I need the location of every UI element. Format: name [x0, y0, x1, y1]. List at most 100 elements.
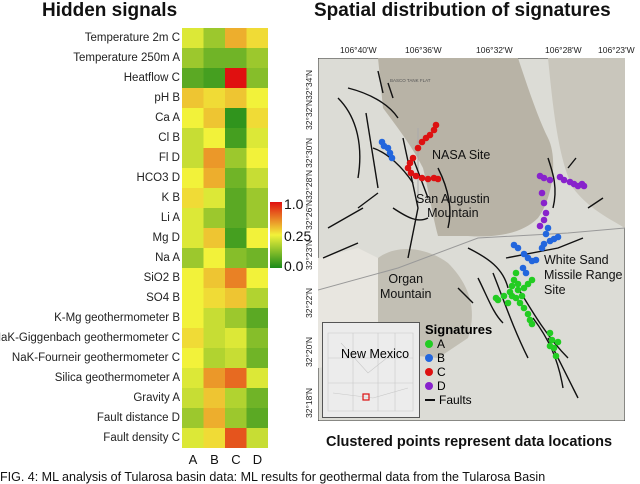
- heatmap-row-label: Na A: [155, 252, 180, 264]
- signature-point-c: [407, 169, 415, 177]
- heatmap-cell: [225, 328, 247, 349]
- signature-point-a: [514, 286, 522, 294]
- signature-point-a: [546, 342, 554, 350]
- heatmap-cell: [246, 328, 268, 349]
- signature-point-d: [536, 222, 544, 230]
- heatmap-cell: [182, 228, 204, 249]
- heatmap-cell: [225, 248, 247, 269]
- signature-point-b: [386, 149, 394, 157]
- legend-dot-icon: [425, 340, 433, 348]
- signature-point-c: [434, 175, 442, 183]
- heatmap-cell: [225, 368, 247, 389]
- heatmap-cell: [246, 68, 268, 89]
- heatmap-cell: [203, 268, 226, 289]
- heatmap-cell: [182, 328, 204, 349]
- heatmap-cell: [225, 148, 247, 169]
- heatmap-column-label: D: [252, 452, 263, 467]
- longitude-label: 106°36'W: [405, 45, 442, 55]
- heatmap-cell: [203, 428, 226, 448]
- label-san-augustin: San Augustin Mountain: [416, 192, 490, 220]
- signature-point-b: [520, 250, 528, 258]
- signature-point-a: [512, 294, 520, 302]
- heatmap-title: Hidden signals: [42, 0, 178, 21]
- heatmap-row-label: Ca A: [155, 112, 180, 124]
- legend-title: Signatures: [425, 322, 493, 337]
- heatmap-cell: [246, 148, 268, 169]
- signature-point-b: [542, 230, 550, 238]
- signature-point-b: [519, 264, 527, 272]
- label-white-sand: White Sand Missile Range Site: [544, 253, 623, 297]
- signature-point-c: [414, 144, 422, 152]
- heatmap-row-label: Fl D: [158, 152, 180, 164]
- heatmap-cell: [225, 288, 247, 309]
- signature-point-c: [418, 138, 426, 146]
- signature-point-a: [554, 338, 562, 346]
- signature-point-a: [514, 280, 522, 288]
- heatmap-cell: [246, 108, 268, 129]
- label-nasa-site: NASA Site: [432, 148, 491, 162]
- signature-point-a: [520, 304, 528, 312]
- signature-point-b: [540, 240, 548, 248]
- legend-dot-icon: [425, 382, 433, 390]
- heatmap-cell: [246, 168, 268, 189]
- signature-point-a: [552, 352, 560, 360]
- heatmap-cell: [203, 188, 226, 209]
- legend-item-faults: Faults: [425, 393, 525, 407]
- heatmap-cell: [225, 88, 247, 109]
- heatmap-cell: [246, 48, 268, 69]
- heatmap-cell: [225, 188, 247, 209]
- heatmap-cell: [182, 308, 204, 329]
- legend-item: C: [425, 365, 525, 379]
- heatmap-cell: [203, 68, 226, 89]
- heatmap-row-label: K B: [161, 192, 180, 204]
- legend-item: D: [425, 379, 525, 393]
- heatmap-column-label: C: [231, 452, 241, 467]
- heatmap-cell: [203, 88, 226, 109]
- heatmap-row-label: Cl B: [158, 132, 180, 144]
- heatmap-cell: [203, 128, 226, 149]
- heatmap-cell: [203, 148, 226, 169]
- signature-point-c: [412, 172, 420, 180]
- heatmap-cell: [225, 28, 247, 49]
- heatmap-cell: [203, 108, 226, 129]
- heatmap-cell: [182, 368, 204, 389]
- signature-point-c: [418, 174, 426, 182]
- heatmap-cell: [203, 228, 226, 249]
- heatmap-cell: [225, 128, 247, 149]
- heatmap-row-label: Gravity A: [133, 392, 180, 404]
- heatmap-row-label: Li A: [160, 212, 180, 224]
- colorbar: [270, 202, 282, 268]
- signature-point-d: [540, 216, 548, 224]
- road-1: [318, 227, 625, 291]
- heatmap-cell: [203, 388, 226, 409]
- signature-point-b: [554, 233, 562, 241]
- heatmap-cell: [246, 348, 268, 369]
- heatmap-cell: [246, 28, 268, 49]
- heatmap-cell: [203, 288, 226, 309]
- latitude-label: 32°30'N: [304, 137, 314, 168]
- latitude-label: 32°28'N: [304, 169, 314, 200]
- signature-point-b: [532, 256, 540, 264]
- heatmap-cell: [182, 148, 204, 169]
- signature-point-a: [528, 276, 536, 284]
- heatmap-row-label: NaK-Fourneir geothermometer C: [11, 352, 180, 364]
- signature-point-a: [504, 299, 512, 307]
- signature-point-a: [520, 284, 528, 292]
- terrain-mountain: [378, 58, 554, 237]
- signature-point-b: [384, 144, 392, 152]
- map-title: Spatial distribution of signatures: [314, 0, 611, 21]
- heatmap-column-label: B: [210, 452, 219, 467]
- heatmap-row-label: Heatflow C: [123, 72, 180, 84]
- signature-point-c: [409, 154, 417, 162]
- signature-point-a: [508, 282, 516, 290]
- latitude-label: 32°18'N: [304, 387, 314, 418]
- heatmap-cell: [203, 368, 226, 389]
- heatmap-cell: [225, 268, 247, 289]
- signature-points: [378, 121, 588, 360]
- heatmap-cell: [225, 308, 247, 329]
- heatmap-cell: [246, 208, 268, 229]
- signature-point-c: [422, 134, 430, 142]
- heatmap-cell: [225, 48, 247, 69]
